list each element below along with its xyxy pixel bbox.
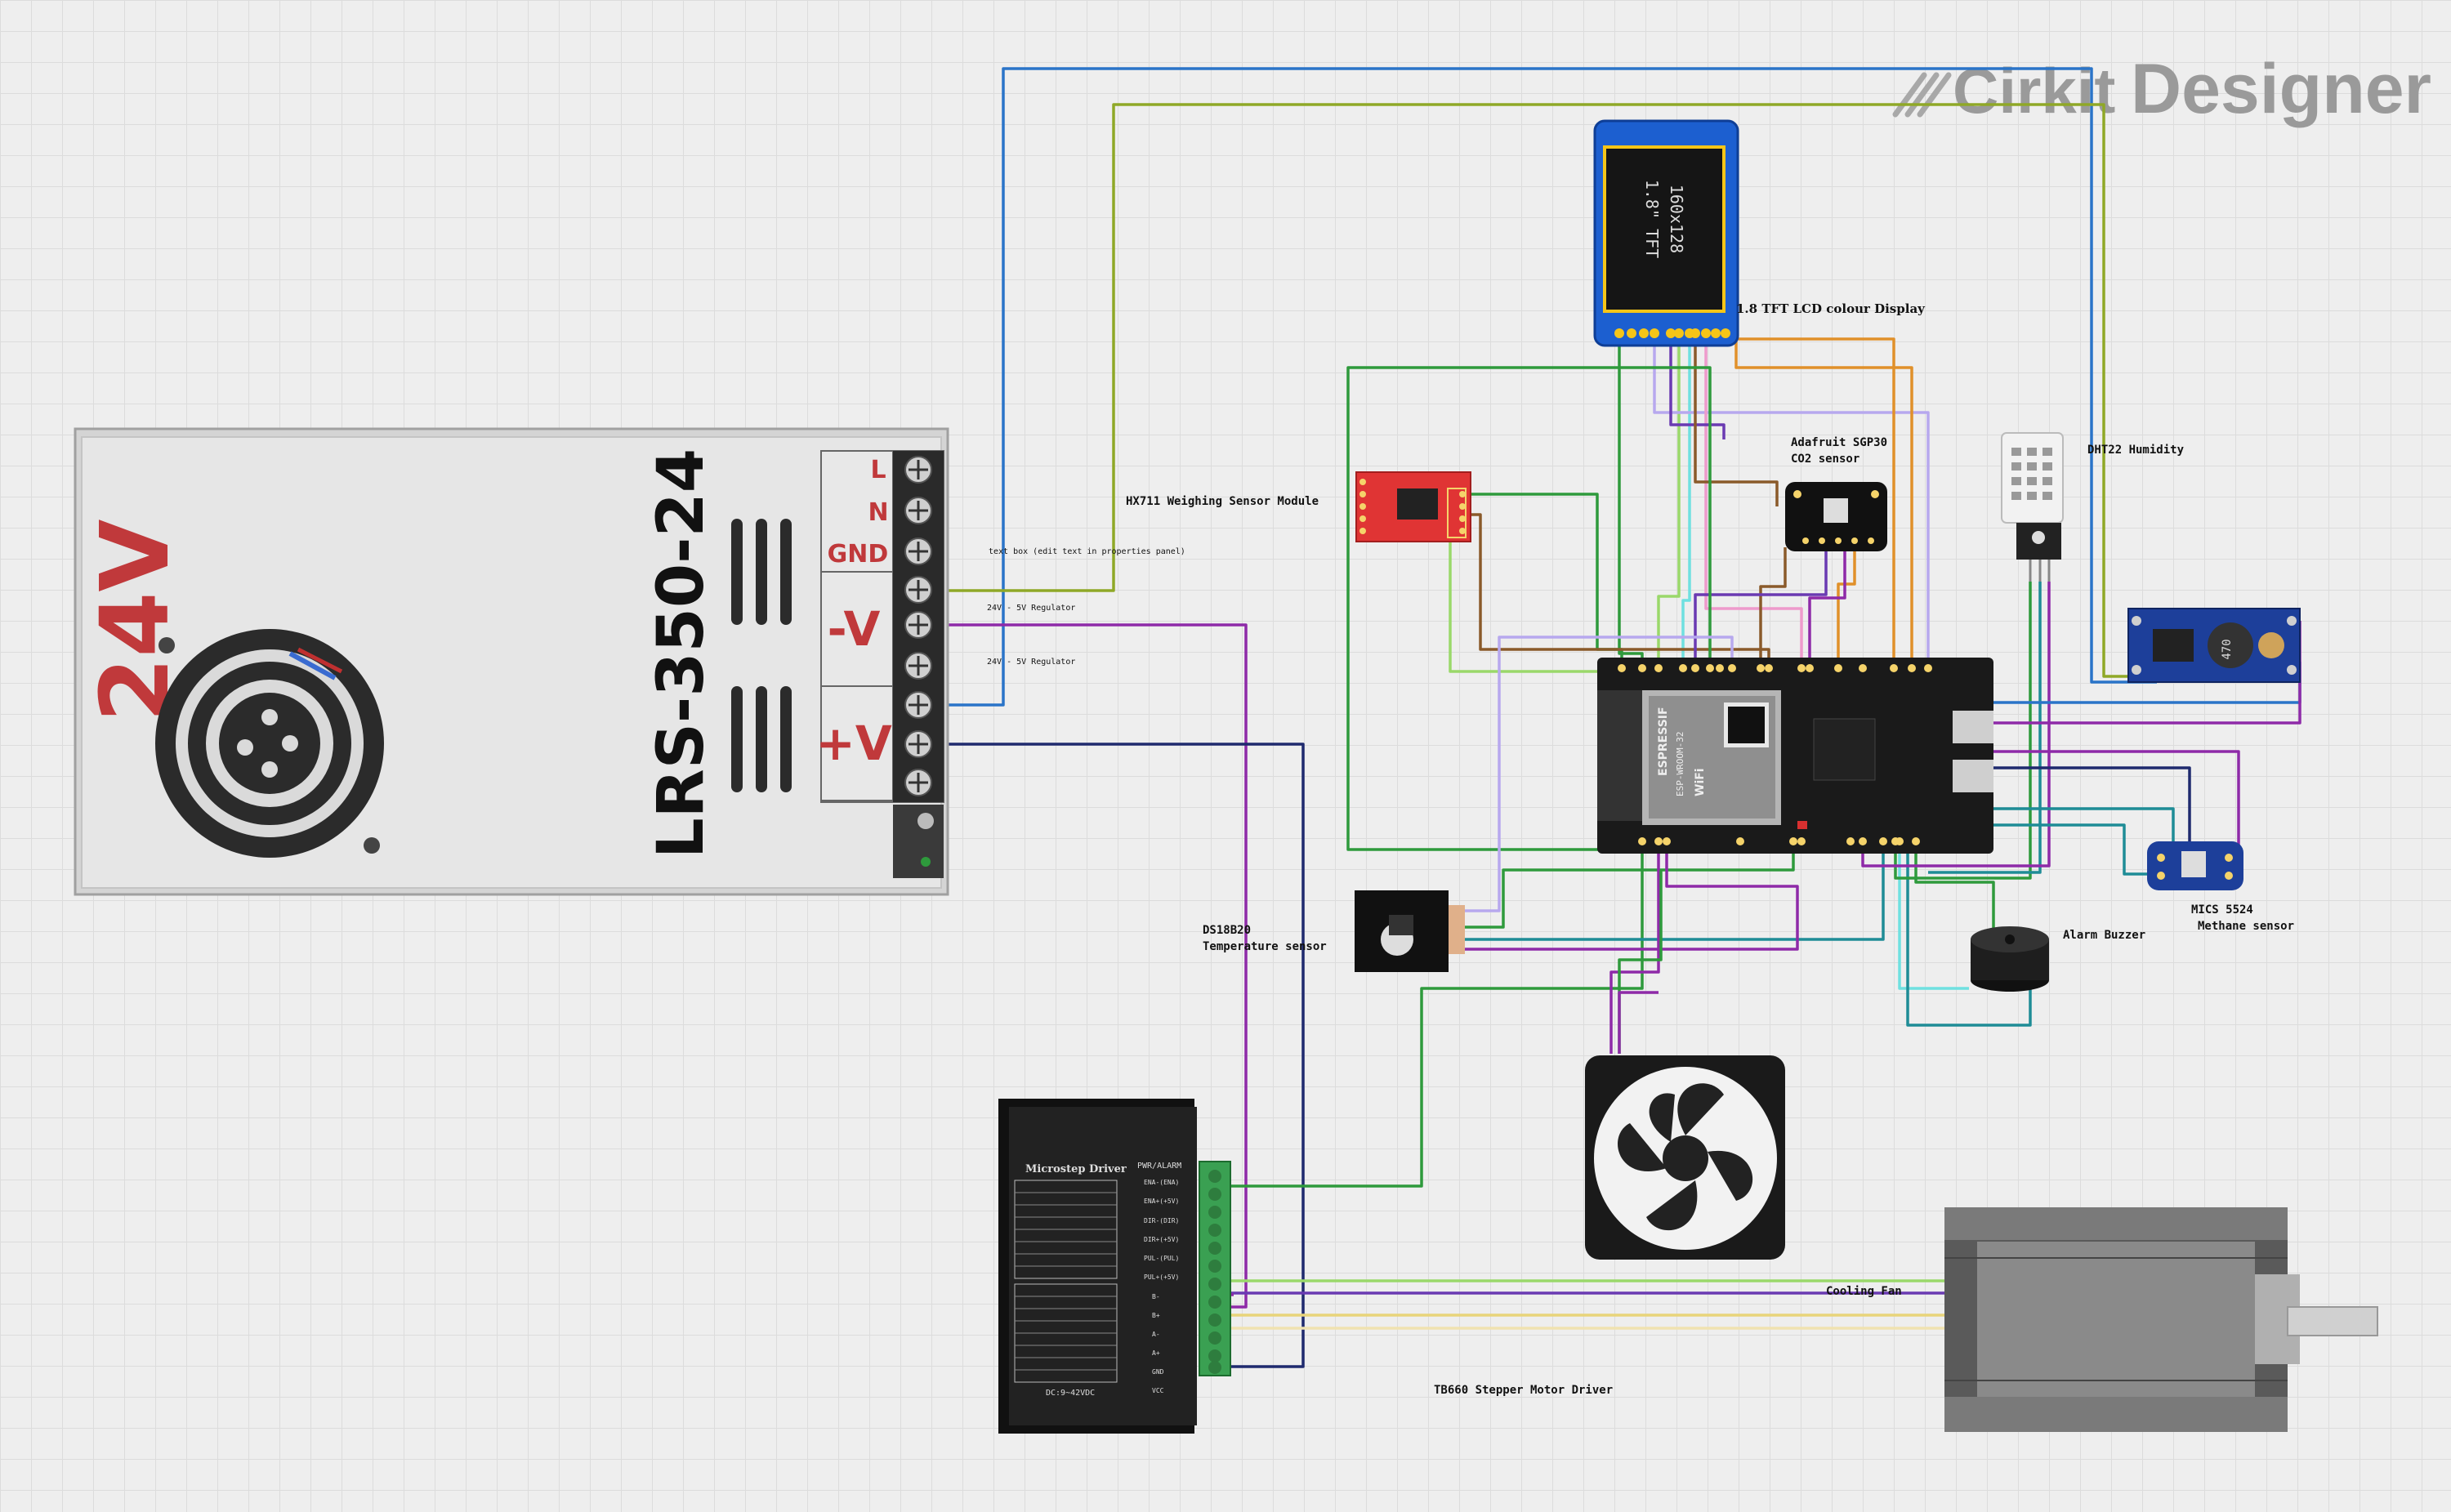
ds18b20-sensor[interactable] (1355, 890, 1465, 972)
wire-dht-green[interactable] (1894, 582, 2032, 880)
driver-pwr-alarm: PWR/ALARM (1137, 1162, 1181, 1171)
psu-led-icon (921, 857, 931, 867)
driver-pin-1: ENA-(ENA) (1144, 1179, 1179, 1186)
tft-display[interactable]: 1.8" TFT 160x128 (1593, 119, 1739, 347)
hx711-label[interactable]: HX711 Weighing Sensor Module (1126, 495, 1319, 508)
buzzer-label[interactable]: Alarm Buzzer (2063, 929, 2145, 942)
wire-sgp-brown[interactable] (1759, 547, 1787, 662)
wire-fan-purple2[interactable] (1618, 991, 1659, 1054)
stepper-driver-tb660[interactable]: Microstep Driver PWR/ALARM DC:9~42VDC EN… (998, 1099, 1231, 1434)
psu-vent-slots (731, 519, 792, 792)
wire-tft-brown[interactable] (1694, 337, 1779, 506)
wire-tft-orange2[interactable] (1734, 337, 1913, 662)
logo-text-light: Cirkit (1953, 55, 2115, 127)
wire-tft-violet[interactable] (1669, 337, 1726, 439)
wire-tft-lightgreen[interactable] (1657, 337, 1681, 662)
sgp30-label-line2[interactable]: CO2 sensor (1791, 453, 1859, 466)
wire-buzzer-cyan[interactable] (1898, 850, 1969, 990)
psu-terminal-l: L (870, 456, 886, 484)
mics5524-sensor[interactable] (2147, 841, 2243, 890)
logo-icon (1892, 72, 1952, 118)
psu-screw-terminals[interactable] (893, 451, 944, 802)
psu-terminal-plus-v: +V (815, 716, 892, 771)
esp32-brand: ESPRESSIF (1657, 707, 1670, 776)
tft-screen-line1: 1.8" TFT (1642, 180, 1662, 258)
wire-tft-green[interactable] (1618, 337, 1644, 662)
driver-pin-10: A+ (1152, 1349, 1160, 1357)
driver-pin-8: B+ (1152, 1312, 1160, 1319)
dht22-label[interactable]: DHT22 Humidity (2087, 444, 2185, 457)
wire-sgp-orange[interactable] (1837, 547, 1856, 662)
wire-ds-green[interactable] (1465, 850, 1795, 929)
driver-pin-6: PUL+(+5V) (1144, 1273, 1179, 1281)
driver-pin-4: DIR+(+5V) (1144, 1236, 1179, 1243)
driver-pin-9: A- (1152, 1331, 1160, 1338)
ds18b20-label-line2[interactable]: Temperature sensor (1203, 940, 1327, 953)
hx711-module[interactable] (1355, 471, 1471, 542)
driver-pin-11: GND (1152, 1368, 1164, 1376)
regulator-label-2[interactable]: 24V - 5V Regulator (987, 658, 1075, 667)
regulator-label-1[interactable]: 24V - 5V Regulator (987, 604, 1075, 613)
psu-pot-icon[interactable] (917, 813, 934, 829)
svg-text:470: 470 (2221, 639, 2234, 659)
wire-green-loop[interactable] (1346, 366, 1740, 851)
wire-buzzer-teal[interactable] (1906, 850, 2032, 1027)
driver-pin-12: VCC (1152, 1387, 1164, 1394)
mics5524-label-line2[interactable]: Methane sensor (2198, 920, 2294, 933)
buck-regulator[interactable]: 470 (2127, 608, 2301, 683)
fan-label[interactable]: Cooling Fan (1826, 1285, 1902, 1298)
wire-ds-purple[interactable] (1465, 850, 1799, 951)
wire-tft-cyan[interactable] (1681, 337, 1691, 662)
esp32-board[interactable]: ESPRESSIF ESP-WROOM-32 WiFi (1597, 658, 1993, 854)
wire-tft-pink[interactable] (1704, 337, 1803, 662)
wire-purple-psu[interactable] (919, 623, 1248, 1309)
cooling-fan[interactable] (1585, 1055, 1785, 1260)
wire-dht-teal[interactable] (1928, 582, 2042, 874)
power-supply-lrs-350-24[interactable]: 24V LRS-350-24 (74, 427, 949, 896)
wire-tft-lavender[interactable] (1653, 337, 1930, 662)
wire-blue-top[interactable] (919, 67, 2157, 707)
driver-supply: DC:9~42VDC (1046, 1389, 1095, 1398)
textbox-label[interactable]: text box (edit text in properties panel) (989, 547, 1185, 556)
cirkit-designer-logo: Cirkit Designer (1892, 50, 2431, 128)
psu-terminal-minus-v: -V (828, 601, 881, 657)
wire-sgp-purple[interactable] (1808, 547, 1846, 662)
wire-sgp-violet[interactable] (1694, 547, 1828, 662)
psu-fan-icon (155, 629, 384, 858)
tb660-label[interactable]: TB660 Stepper Motor Driver (1434, 1384, 1613, 1397)
wire-green-driver[interactable] (1221, 850, 1644, 1188)
logo-text-bold: Designer (2131, 50, 2431, 128)
dht22-sensor[interactable] (2001, 432, 2064, 582)
wire-hx711-brown[interactable] (1471, 513, 1770, 662)
stepper-motor[interactable] (1944, 1207, 2378, 1432)
psu-model-label: LRS-350-24 (645, 448, 718, 859)
tft-screen-line2: 160x128 (1667, 185, 1686, 253)
driver-pin-5: PUL-(PUL) (1144, 1255, 1179, 1262)
wire-lavender-loop[interactable] (1465, 636, 1734, 912)
driver-pin-3: DIR-(DIR) (1144, 1217, 1179, 1224)
alarm-buzzer[interactable] (1971, 926, 2049, 992)
tft-label[interactable]: 1.8 TFT LCD colour Display (1736, 301, 1926, 316)
esp32-module: ESP-WROOM-32 (1675, 732, 1685, 796)
esp32-wifi: WiFi (1694, 768, 1707, 796)
driver-pin-7: B- (1152, 1293, 1160, 1300)
psu-terminal-gnd: GND (828, 540, 889, 569)
wire-navy-psu[interactable] (919, 743, 1305, 1368)
psu-terminal-n: N (868, 498, 888, 527)
wire-ds-teal[interactable] (1465, 850, 1885, 941)
wire-fan-purple[interactable] (1609, 850, 1660, 1054)
psu-screw-icon (158, 637, 380, 854)
driver-pin-2: ENA+(+5V) (1144, 1198, 1179, 1205)
driver-title: Microstep Driver (1025, 1163, 1127, 1175)
sgp30-sensor[interactable] (1785, 482, 1887, 551)
wire-fan-green[interactable] (1618, 870, 1663, 1054)
ds18b20-label-line1[interactable]: DS18B20 (1203, 924, 1251, 937)
sgp30-label-line1[interactable]: Adafruit SGP30 (1791, 436, 1887, 449)
mics5524-label-line1[interactable]: MICS 5524 (2191, 903, 2253, 917)
wire-olive-top[interactable] (919, 103, 2157, 678)
